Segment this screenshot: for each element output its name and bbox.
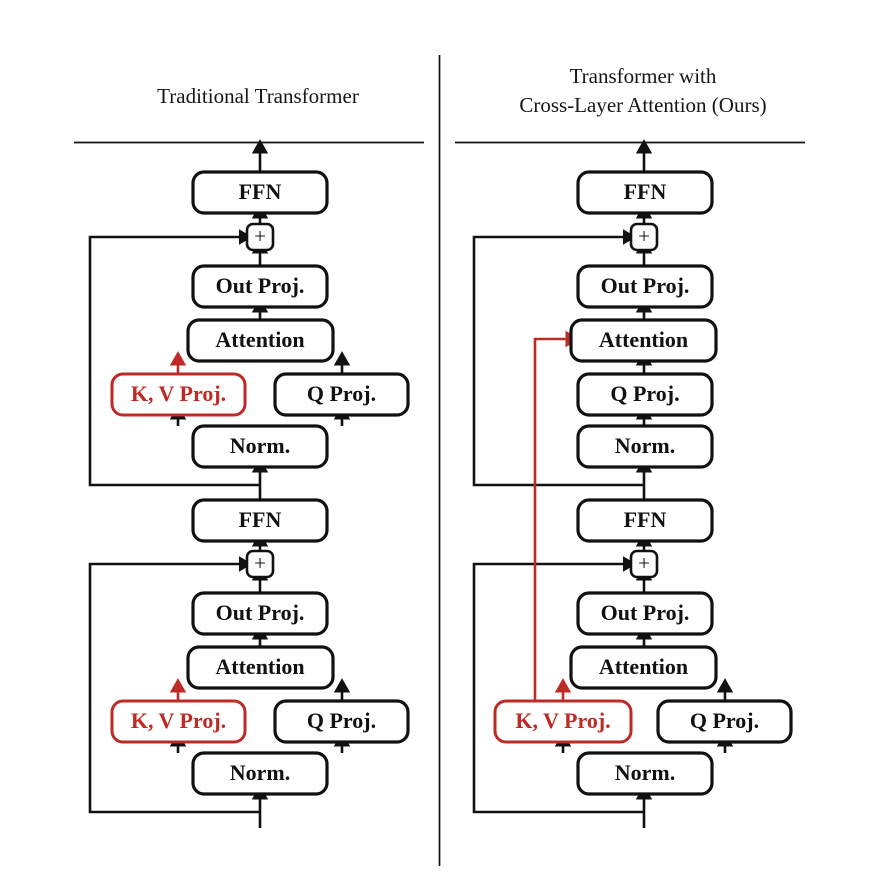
right-upper-add-label: + — [638, 224, 650, 248]
right-lower-outproj-box[interactable] — [576, 591, 714, 636]
left-upper-ffn-box[interactable] — [191, 170, 329, 215]
left-lower-outproj-node[interactable]: Out Proj. — [191, 591, 329, 636]
left-upper-qproj-node[interactable]: Q Proj. — [273, 372, 410, 417]
right-upper-outproj-node[interactable]: Out Proj. — [576, 264, 714, 309]
left-upper-attention-box[interactable] — [186, 318, 335, 363]
left-column-title-text: Traditional Transformer — [157, 84, 359, 108]
right-upper-qproj-box[interactable] — [576, 372, 714, 417]
right-lower-attention-label: Attention — [599, 654, 688, 679]
cross-layer-attention-wire — [533, 330, 580, 701]
left-lower-kvproj-label: K, V Proj. — [131, 708, 226, 733]
right-upper-ffn-label: FFN — [624, 179, 667, 204]
left-lower-norm-label: Norm. — [230, 760, 290, 785]
left-upper-outproj-label: Out Proj. — [216, 273, 305, 298]
right-upper-norm-box[interactable] — [576, 424, 714, 469]
right-upper-attention-label: Attention — [599, 327, 688, 352]
right-column-title: Transformer with Cross-Layer Attention (… — [519, 64, 766, 117]
right-upper-ffn-node[interactable]: FFN — [576, 170, 714, 215]
right-lower-kvproj-box[interactable] — [493, 699, 633, 744]
left-lower-attention-label: Attention — [215, 654, 304, 679]
left-lower-add-box[interactable] — [245, 549, 275, 579]
right-upper-add-box[interactable] — [629, 222, 659, 252]
left-upper-qproj-box[interactable] — [273, 372, 410, 417]
left-upper-add-node[interactable]: + — [245, 222, 275, 252]
right-lower-kvproj-node[interactable]: K, V Proj. — [493, 699, 633, 744]
left-upper-norm-box[interactable] — [191, 424, 329, 469]
left-residual-lower — [88, 556, 260, 814]
right-upper-ffn-box[interactable] — [576, 170, 714, 215]
left-lower-norm-box[interactable] — [191, 751, 329, 796]
left-upper-add-label: + — [254, 224, 266, 248]
right-lower-norm-label: Norm. — [615, 760, 675, 785]
left-lower-add-node[interactable]: + — [245, 549, 275, 579]
right-lower-add-node[interactable]: + — [629, 549, 659, 579]
left-lower-outproj-box[interactable] — [191, 591, 329, 636]
right-upper-qproj-label: Q Proj. — [610, 381, 679, 406]
right-column-diagram: FFN + Out Proj. Attention Q Proj. Norm. … — [472, 139, 793, 828]
right-residual-upper — [472, 229, 644, 487]
left-upper-ffn-label: FFN — [239, 179, 282, 204]
left-lower-ffn-node[interactable]: FFN — [191, 498, 329, 543]
left-lower-norm-node[interactable]: Norm. — [191, 751, 329, 796]
left-lower-add-label: + — [254, 551, 266, 575]
left-upper-kvproj-node[interactable]: K, V Proj. — [110, 372, 247, 417]
left-upper-outproj-box[interactable] — [191, 264, 329, 309]
right-column-title-line1: Transformer with — [570, 64, 717, 88]
right-upper-attention-node[interactable]: Attention — [569, 318, 718, 363]
left-lower-outproj-label: Out Proj. — [216, 600, 305, 625]
right-upper-add-node[interactable]: + — [629, 222, 659, 252]
left-lower-qproj-node[interactable]: Q Proj. — [273, 699, 410, 744]
right-lower-add-label: + — [638, 551, 650, 575]
right-column-title-line2: Cross-Layer Attention (Ours) — [519, 93, 766, 117]
right-lower-add-box[interactable] — [629, 549, 659, 579]
left-upper-kvproj-box[interactable] — [110, 372, 247, 417]
right-lower-outproj-node[interactable]: Out Proj. — [576, 591, 714, 636]
right-lower-kvproj-label: K, V Proj. — [515, 708, 610, 733]
right-upper-norm-label: Norm. — [615, 433, 675, 458]
left-upper-norm-label: Norm. — [230, 433, 290, 458]
left-column-diagram: FFN + Out Proj. Attention K, V Proj. Q P… — [88, 139, 410, 828]
right-upper-outproj-box[interactable] — [576, 264, 714, 309]
left-upper-add-box[interactable] — [245, 222, 275, 252]
left-lower-attention-box[interactable] — [186, 645, 335, 690]
left-upper-qproj-label: Q Proj. — [307, 381, 376, 406]
left-lower-qproj-box[interactable] — [273, 699, 410, 744]
right-lower-outproj-label: Out Proj. — [601, 600, 690, 625]
right-lower-norm-box[interactable] — [576, 751, 714, 796]
right-upper-qproj-node[interactable]: Q Proj. — [576, 372, 714, 417]
left-lower-kvproj-node[interactable]: K, V Proj. — [110, 699, 247, 744]
right-lower-qproj-label: Q Proj. — [690, 708, 759, 733]
left-residual-upper — [88, 229, 260, 487]
left-lower-ffn-label: FFN — [239, 507, 282, 532]
left-column-title: Traditional Transformer — [157, 84, 359, 108]
right-lower-qproj-box[interactable] — [656, 699, 793, 744]
left-lower-ffn-box[interactable] — [191, 498, 329, 543]
left-upper-ffn-node[interactable]: FFN — [191, 170, 329, 215]
left-lower-kvproj-box[interactable] — [110, 699, 247, 744]
right-upper-outproj-label: Out Proj. — [601, 273, 690, 298]
left-upper-outproj-node[interactable]: Out Proj. — [191, 264, 329, 309]
left-upper-attention-node[interactable]: Attention — [186, 318, 335, 363]
left-lower-qproj-label: Q Proj. — [307, 708, 376, 733]
right-lower-ffn-node[interactable]: FFN — [576, 498, 714, 543]
right-residual-lower — [472, 556, 644, 814]
left-upper-kvproj-label: K, V Proj. — [131, 381, 226, 406]
right-lower-norm-node[interactable]: Norm. — [576, 751, 714, 796]
right-lower-attention-node[interactable]: Attention — [569, 645, 718, 690]
right-lower-ffn-label: FFN — [624, 507, 667, 532]
left-lower-attention-node[interactable]: Attention — [186, 645, 335, 690]
right-lower-ffn-box[interactable] — [576, 498, 714, 543]
right-lower-qproj-node[interactable]: Q Proj. — [656, 699, 793, 744]
left-upper-norm-node[interactable]: Norm. — [191, 424, 329, 469]
right-upper-norm-node[interactable]: Norm. — [576, 424, 714, 469]
right-upper-attention-box[interactable] — [569, 318, 718, 363]
right-lower-attention-box[interactable] — [569, 645, 718, 690]
left-upper-attention-label: Attention — [215, 327, 304, 352]
